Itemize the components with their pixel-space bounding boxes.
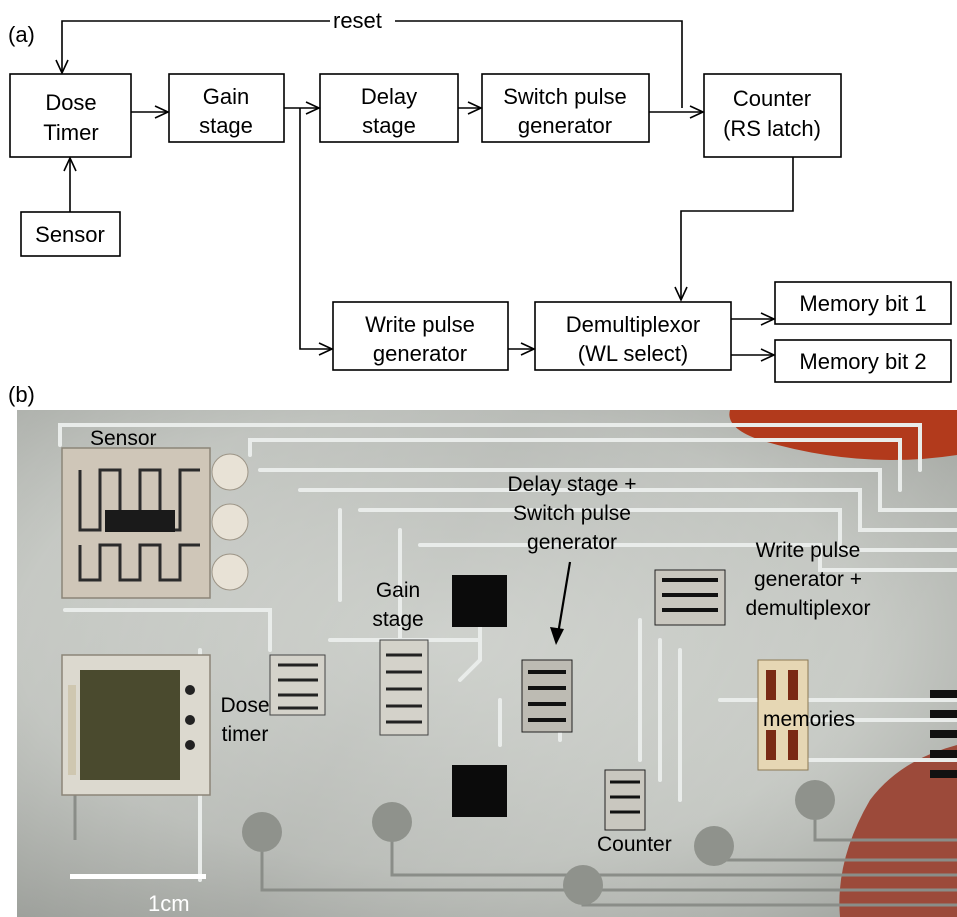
- reset-label: reset: [333, 8, 382, 33]
- label-memories: memories: [763, 708, 855, 731]
- switch-pulse-box: Switch pulse generator: [481, 73, 650, 143]
- memories-device: [757, 659, 809, 771]
- label-dose-timer-2: timer: [222, 723, 269, 746]
- label-gain-2: stage: [372, 608, 423, 631]
- write-pulse-box: Write pulse generator: [332, 301, 509, 371]
- panel-a: (a) reset Dose Timer Gain stage Delay st…: [8, 8, 952, 383]
- gain-stage-line2: stage: [199, 113, 253, 138]
- label-write-demux-1: Write pulse: [756, 539, 861, 562]
- label-dose-timer-1: Dose: [220, 694, 269, 717]
- delay-switch-pointer: [555, 561, 572, 641]
- chip-top: [452, 575, 507, 627]
- demux-line1: Demultiplexor: [566, 312, 701, 337]
- switch-pulse-line2: generator: [518, 113, 612, 138]
- memory-bit-1-label: Memory bit 1: [799, 291, 926, 316]
- dose-timer-device: [61, 654, 326, 796]
- dose-timer-line1: Dose: [45, 90, 96, 115]
- label-delay-switch-3: generator: [527, 531, 617, 554]
- delay-switch-pointer-head: [550, 627, 564, 645]
- counter-box: Counter (RS latch): [703, 73, 842, 158]
- delay-stage-line1: Delay: [361, 84, 417, 109]
- scale-bar: [70, 874, 206, 879]
- reset-wire: [61, 20, 330, 72]
- counter-line1: Counter: [733, 86, 811, 111]
- chip-bottom: [452, 765, 507, 817]
- reset-wire-right: [395, 20, 683, 108]
- gain-stage-box: Gain stage: [168, 73, 285, 143]
- demux-box: Demultiplexor (WL select): [534, 301, 732, 371]
- edge-connector: [930, 690, 957, 778]
- dose-timer-box: Dose Timer: [9, 73, 132, 158]
- sensor-box-label: Sensor: [35, 222, 105, 247]
- counter-device: [604, 769, 646, 831]
- pad-4: [694, 826, 734, 866]
- reset-arrowhead: [55, 59, 69, 75]
- label-delay-switch-1: Delay stage +: [508, 473, 637, 496]
- memory-bit-1-box: Memory bit 1: [774, 281, 952, 325]
- panel-b-photo: 1cm Sensor Delay stage + Switch pulse ge…: [17, 410, 957, 917]
- counter-line2: (RS latch): [723, 116, 821, 141]
- memory-bit-2-label: Memory bit 2: [799, 349, 926, 374]
- pad-1: [242, 812, 282, 852]
- label-sensor: Sensor: [90, 427, 157, 450]
- pad-2: [372, 802, 412, 842]
- pad-3: [563, 865, 603, 905]
- delay-stage-line2: stage: [362, 113, 416, 138]
- delay-switch-device: [521, 659, 573, 733]
- demux-line2: (WL select): [578, 341, 688, 366]
- label-delay-switch-2: Switch pulse: [513, 502, 631, 525]
- scale-bar-label: 1cm: [148, 891, 190, 916]
- gain-stage-device: [379, 639, 429, 736]
- dose-timer-line2: Timer: [43, 120, 98, 145]
- sensor-device: [61, 447, 249, 599]
- label-counter: Counter: [597, 833, 672, 856]
- panel-a-label: (a): [8, 22, 35, 47]
- delay-stage-box: Delay stage: [319, 73, 459, 143]
- label-write-demux-2: generator +: [754, 568, 862, 591]
- connections: [63, 101, 794, 362]
- sensor-box: Sensor: [20, 211, 121, 257]
- pad-5: [795, 780, 835, 820]
- label-gain-1: Gain: [376, 579, 420, 602]
- memory-bit-2-box: Memory bit 2: [774, 339, 952, 383]
- write-pulse-line1: Write pulse: [365, 312, 475, 337]
- write-demux-device: [654, 569, 726, 626]
- switch-pulse-line1: Switch pulse: [503, 84, 627, 109]
- traces: [58, 423, 957, 882]
- label-write-demux-3: demultiplexor: [746, 597, 871, 620]
- panel-b-label: (b): [8, 382, 35, 407]
- write-pulse-line2: generator: [373, 341, 467, 366]
- gain-stage-line1: Gain: [203, 84, 249, 109]
